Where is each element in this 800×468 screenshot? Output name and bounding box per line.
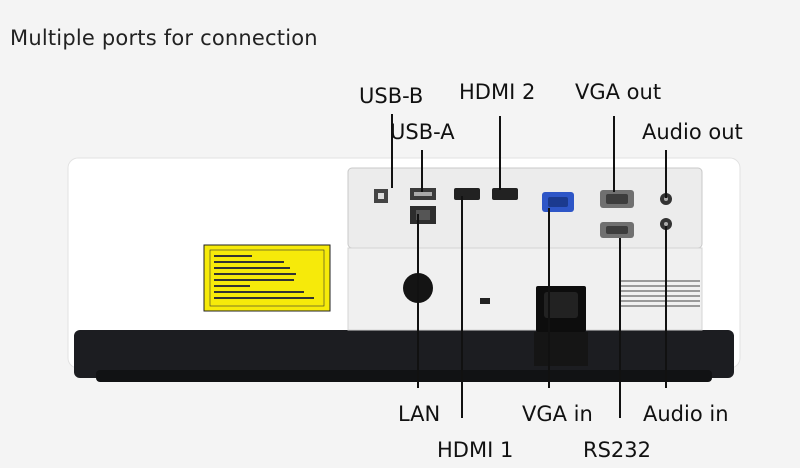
kensington-slot	[480, 298, 490, 304]
audio-in-jack	[660, 218, 672, 230]
label-hdmi-2: HDMI 2	[459, 80, 536, 104]
vga-in-port	[542, 192, 574, 212]
ventilation-grille	[620, 280, 700, 307]
label-audio-out: Audio out	[642, 120, 743, 144]
laser-warning-label	[214, 255, 314, 299]
hdmi-1-port	[454, 188, 480, 200]
usb-a-port	[410, 188, 436, 200]
ac-power-inlet	[534, 286, 588, 366]
label-usb-b: USB-B	[359, 84, 424, 108]
label-lan: LAN	[398, 402, 441, 426]
callout-lines	[391, 114, 667, 418]
lan-port	[410, 206, 436, 224]
label-vga-out: VGA out	[575, 80, 662, 104]
label-usb-a: USB-A	[390, 120, 455, 144]
vga-out-port	[600, 190, 634, 208]
label-rs232: RS232	[583, 438, 652, 462]
rs232-port	[600, 222, 634, 238]
page-title: Multiple ports for connection	[10, 26, 318, 50]
label-hdmi-1: HDMI 1	[437, 438, 514, 462]
label-audio-in: Audio in	[643, 402, 729, 426]
label-vga-in: VGA in	[522, 402, 593, 426]
usb-b-port	[374, 189, 388, 203]
hdmi-2-port	[492, 188, 518, 200]
